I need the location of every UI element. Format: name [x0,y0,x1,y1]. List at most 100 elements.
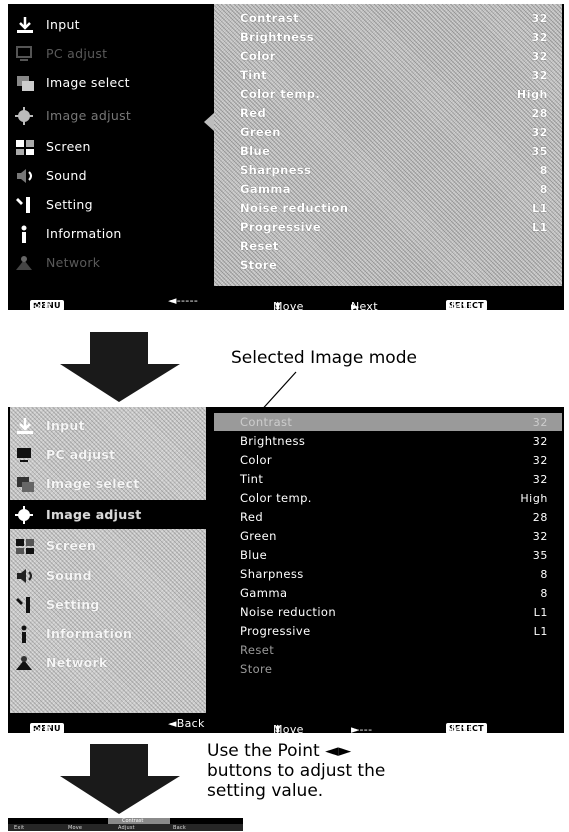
menu-item-pc-adjust[interactable]: PC adjust [10,440,206,469]
exit-label: Exit [30,723,53,736]
row-label: Gamma [240,586,288,600]
menu-item-screen[interactable]: Screen [10,132,206,161]
menu-item-label: PC adjust [46,447,116,462]
menu-item-label: Setting [46,197,93,212]
back-hint: ◄----- [168,293,199,307]
row-label: Blue [240,144,271,158]
row-value: L1 [533,624,548,638]
row-label: Noise reduction [240,605,337,619]
main-menu-list: Input PC adjust Image select Image adjus… [10,4,206,289]
information-icon [14,224,36,244]
move-label: Move [273,723,304,736]
menu-item-network[interactable]: Network [10,648,206,677]
submenu-row[interactable]: Brightness 32 [214,432,562,450]
menu-item-pc-adjust[interactable]: PC adjust [10,39,206,68]
adjust-back-hint: Back [173,825,186,831]
menu-item-image-adjust[interactable]: Image adjust [10,101,206,130]
menu-item-image-select[interactable]: Image select [10,469,206,498]
adjust-move-hint: Move [68,825,83,831]
sound-icon [14,566,36,586]
move-label: Move [273,300,304,313]
row-value: L1 [533,605,548,619]
menu-item-image-select[interactable]: Image select [10,68,206,97]
row-label: Color [240,453,273,467]
row-label: Brightness [240,30,314,44]
submenu-row[interactable]: Store [214,256,562,274]
submenu-row[interactable]: Color temp.High [214,489,562,507]
menu-key: MENU [30,723,64,734]
row-label: Brightness [240,434,306,448]
sound-icon [14,166,36,186]
menu-item-input[interactable]: Input [10,10,206,39]
submenu-row[interactable]: Color temp.High [214,85,562,103]
submenu-row[interactable]: Reset [214,641,562,659]
row-value: 32 [532,434,548,448]
pc-adjust-icon [14,445,36,465]
adjust-exit-hint: Exit [14,825,25,831]
main-menu-list: Input PC adjust Image select Image adjus… [10,407,206,713]
caption-line: Use the Point ◄► [207,741,352,761]
menu-item-input[interactable]: Input [10,411,206,440]
adjust-bar-title: Contrast [108,818,170,824]
menu-item-label: Image adjust [46,108,132,123]
menu-item-setting[interactable]: Setting [10,590,206,619]
caption-line: setting value. [207,781,324,801]
row-value: 32 [532,415,548,429]
menu-item-sound[interactable]: Sound [10,561,206,590]
menu-item-information[interactable]: Information [10,219,206,248]
submenu-row[interactable]: Noise reduction L1 [214,603,562,621]
row-value: High [516,87,548,101]
image-adjust-icon [14,106,36,126]
image-adjust-icon [14,505,36,525]
adjust-bar-status [8,824,243,831]
menu-item-image-adjust[interactable]: Image adjust [10,500,206,529]
row-label: Store [240,258,278,272]
menu-item-label: Network [46,255,101,270]
input-icon [14,15,36,35]
row-value: 32 [532,529,548,543]
select-next-label: Next [446,300,473,313]
row-label: Red [240,510,264,524]
row-label: Contrast [240,415,293,429]
right-arrow-icon: ► [351,300,360,313]
caption-adjust-instructions: Use the Point ◄► buttons to adjust the s… [207,741,385,801]
menu-item-sound[interactable]: Sound [10,161,206,190]
menu-item-label: Image select [46,75,130,90]
row-label: Green [240,125,281,139]
submenu-row-selected[interactable]: Contrast 32 [214,413,562,431]
menu-item-information[interactable]: Information [10,619,206,648]
screen-icon [14,536,36,556]
submenu-row[interactable]: Store [214,660,562,678]
row-value: L1 [532,220,548,234]
menu-item-network[interactable]: Network [10,248,206,277]
menu-item-label: Screen [46,538,97,553]
row-label: Sharpness [240,163,312,177]
row-label: Reset [240,239,279,253]
row-label: Contrast [240,11,299,25]
select-key: SELECT [446,723,487,734]
menu-item-setting[interactable]: Setting [10,190,206,219]
row-value: 28 [531,106,548,120]
menu-item-screen[interactable]: Screen [10,531,206,560]
submenu-row[interactable]: Reset [214,237,562,255]
setting-icon [14,195,36,215]
